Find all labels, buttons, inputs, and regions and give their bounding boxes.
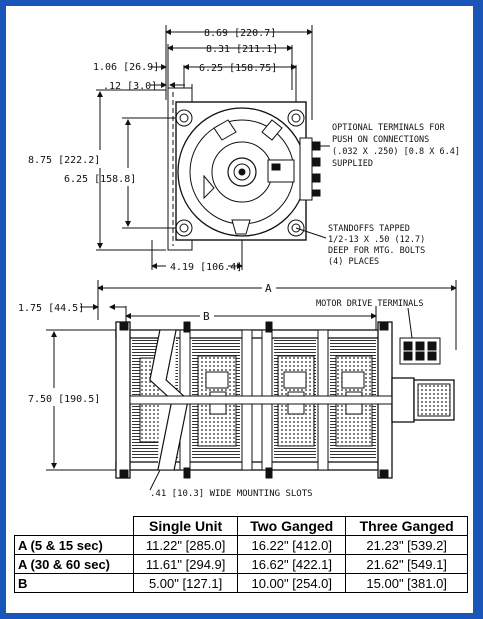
row-label: A (30 & 60 sec) [13, 554, 135, 574]
dim-edge: .12 [3.0] [103, 81, 157, 92]
table-header-row: Single Unit Two Ganged Three Ganged [13, 516, 468, 536]
table-header: Two Ganged [237, 516, 347, 536]
table-cell: 10.00" [254.0] [237, 573, 347, 593]
dim-side-left: 1.75 [44.5] [18, 303, 84, 314]
table-cell: 16.22" [412.0] [237, 535, 347, 555]
svg-text:OPTIONAL TERMINALS FOR: OPTIONAL TERMINALS FOR [332, 123, 445, 133]
table-cell: 16.62" [422.1] [237, 554, 347, 574]
dim-bottom: 4.19 [106.4] [170, 262, 242, 273]
dimensions-table: Single Unit Two Ganged Three Ganged A (5… [13, 516, 468, 593]
dim-height: 8.75 [222.2] [28, 155, 100, 166]
svg-text:DEEP FOR MTG. BOLTS: DEEP FOR MTG. BOLTS [328, 246, 425, 256]
dim-mount-width: 8.31 [211.1] [206, 44, 278, 55]
table-cell: 15.00" [381.0] [345, 573, 468, 593]
top-view [96, 25, 330, 270]
side-view [46, 280, 457, 491]
dim-left-offset: 1.06 [26.9] [93, 62, 159, 73]
svg-text:(.032 X .250) [0.8 X 6.4]: (.032 X .250) [0.8 X 6.4] [332, 147, 460, 157]
svg-text:1/2-13 X .50 (12.7): 1/2-13 X .50 (12.7) [328, 235, 425, 245]
table-row: B 5.00" [127.1] 10.00" [254.0] 15.00" [3… [13, 573, 468, 593]
table-cell: 21.62" [549.1] [345, 554, 468, 574]
svg-text:STANDOFFS TAPPED: STANDOFFS TAPPED [328, 224, 410, 234]
note-mounting-slots: .41 [10.3] WIDE MOUNTING SLOTS [150, 489, 313, 499]
table-header: Single Unit [133, 516, 239, 536]
dim-overall: 8.69 [220.7] [204, 28, 276, 39]
svg-text:SUPPLIED: SUPPLIED [332, 159, 373, 169]
row-label: B [13, 573, 135, 593]
table-row: A (30 & 60 sec) 11.61" [294.9] 16.62" [4… [13, 554, 468, 574]
dim-a-label: A [265, 282, 272, 295]
note-terminals: OPTIONAL TERMINALS FOR PUSH ON CONNECTIO… [332, 123, 460, 169]
svg-text:(4) PLACES: (4) PLACES [328, 257, 379, 267]
table-row: A (5 & 15 sec) 11.22" [285.0] 16.22" [41… [13, 535, 468, 555]
table-cell: 11.61" [294.9] [133, 554, 239, 574]
note-standoffs: STANDOFFS TAPPED 1/2-13 X .50 (12.7) DEE… [328, 224, 425, 267]
table-cell: 11.22" [285.0] [133, 535, 239, 555]
row-label: A (5 & 15 sec) [13, 535, 135, 555]
svg-text:PUSH ON CONNECTIONS: PUSH ON CONNECTIONS [332, 135, 429, 145]
table-header-blank [13, 516, 135, 536]
dim-hole-spacing-v: 6.25 [158.8] [64, 174, 136, 185]
dim-side-height: 7.50 [190.5] [28, 394, 100, 405]
table-cell: 21.23" [539.2] [345, 535, 468, 555]
note-motor-terminals: MOTOR DRIVE TERMINALS [316, 299, 423, 309]
dim-b-label: B [203, 310, 210, 323]
table-cell: 5.00" [127.1] [133, 573, 239, 593]
dim-hole-spacing: 6.25 [158.75] [199, 63, 277, 74]
table-header: Three Ganged [345, 516, 468, 536]
